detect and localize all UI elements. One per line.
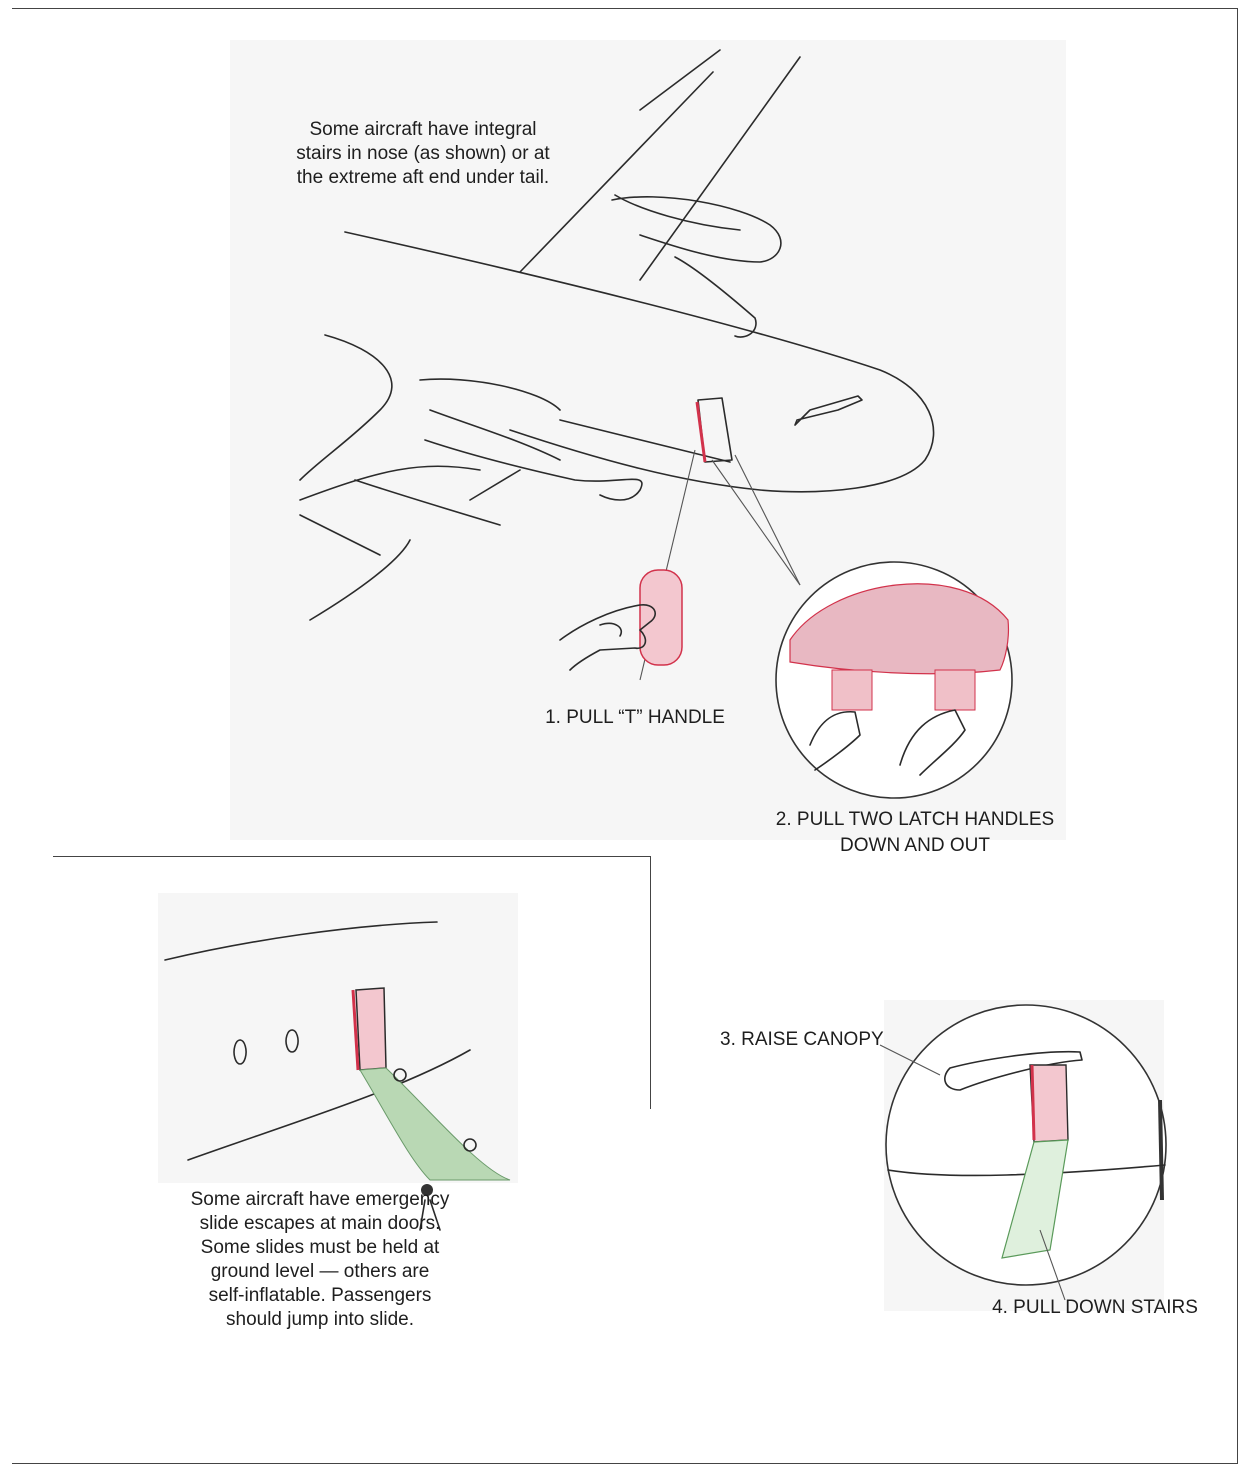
caption-line: Some slides must be held at xyxy=(160,1236,480,1260)
caption-line: Some aircraft have emergency xyxy=(160,1188,480,1212)
caption-line: ground level — others are xyxy=(160,1260,480,1284)
slide-escape-drawing xyxy=(165,922,510,1230)
step-2-label-line1: 2. PULL TWO LATCH HANDLES xyxy=(735,808,1095,832)
t-handle-drawing xyxy=(560,570,682,670)
step-3-label: 3. RAISE CANOPY xyxy=(720,1028,895,1052)
step-1-label: 1. PULL “T” HANDLE xyxy=(520,706,750,730)
integral-stairs-caption: Some aircraft have integral stairs in no… xyxy=(288,118,558,190)
slide-escape-caption: Some aircraft have emergency slide escap… xyxy=(160,1188,480,1332)
step-2-label-line2: DOWN AND OUT xyxy=(735,834,1095,858)
latch-handles-drawing xyxy=(776,562,1012,798)
caption-line: slide escapes at main doors. xyxy=(160,1212,480,1236)
stairs-drawing xyxy=(880,1005,1166,1300)
caption-line: self-inflatable. Passengers xyxy=(160,1284,480,1308)
step-4-label: 4. PULL DOWN STAIRS xyxy=(975,1296,1215,1320)
caption-line: should jump into slide. xyxy=(160,1308,480,1332)
